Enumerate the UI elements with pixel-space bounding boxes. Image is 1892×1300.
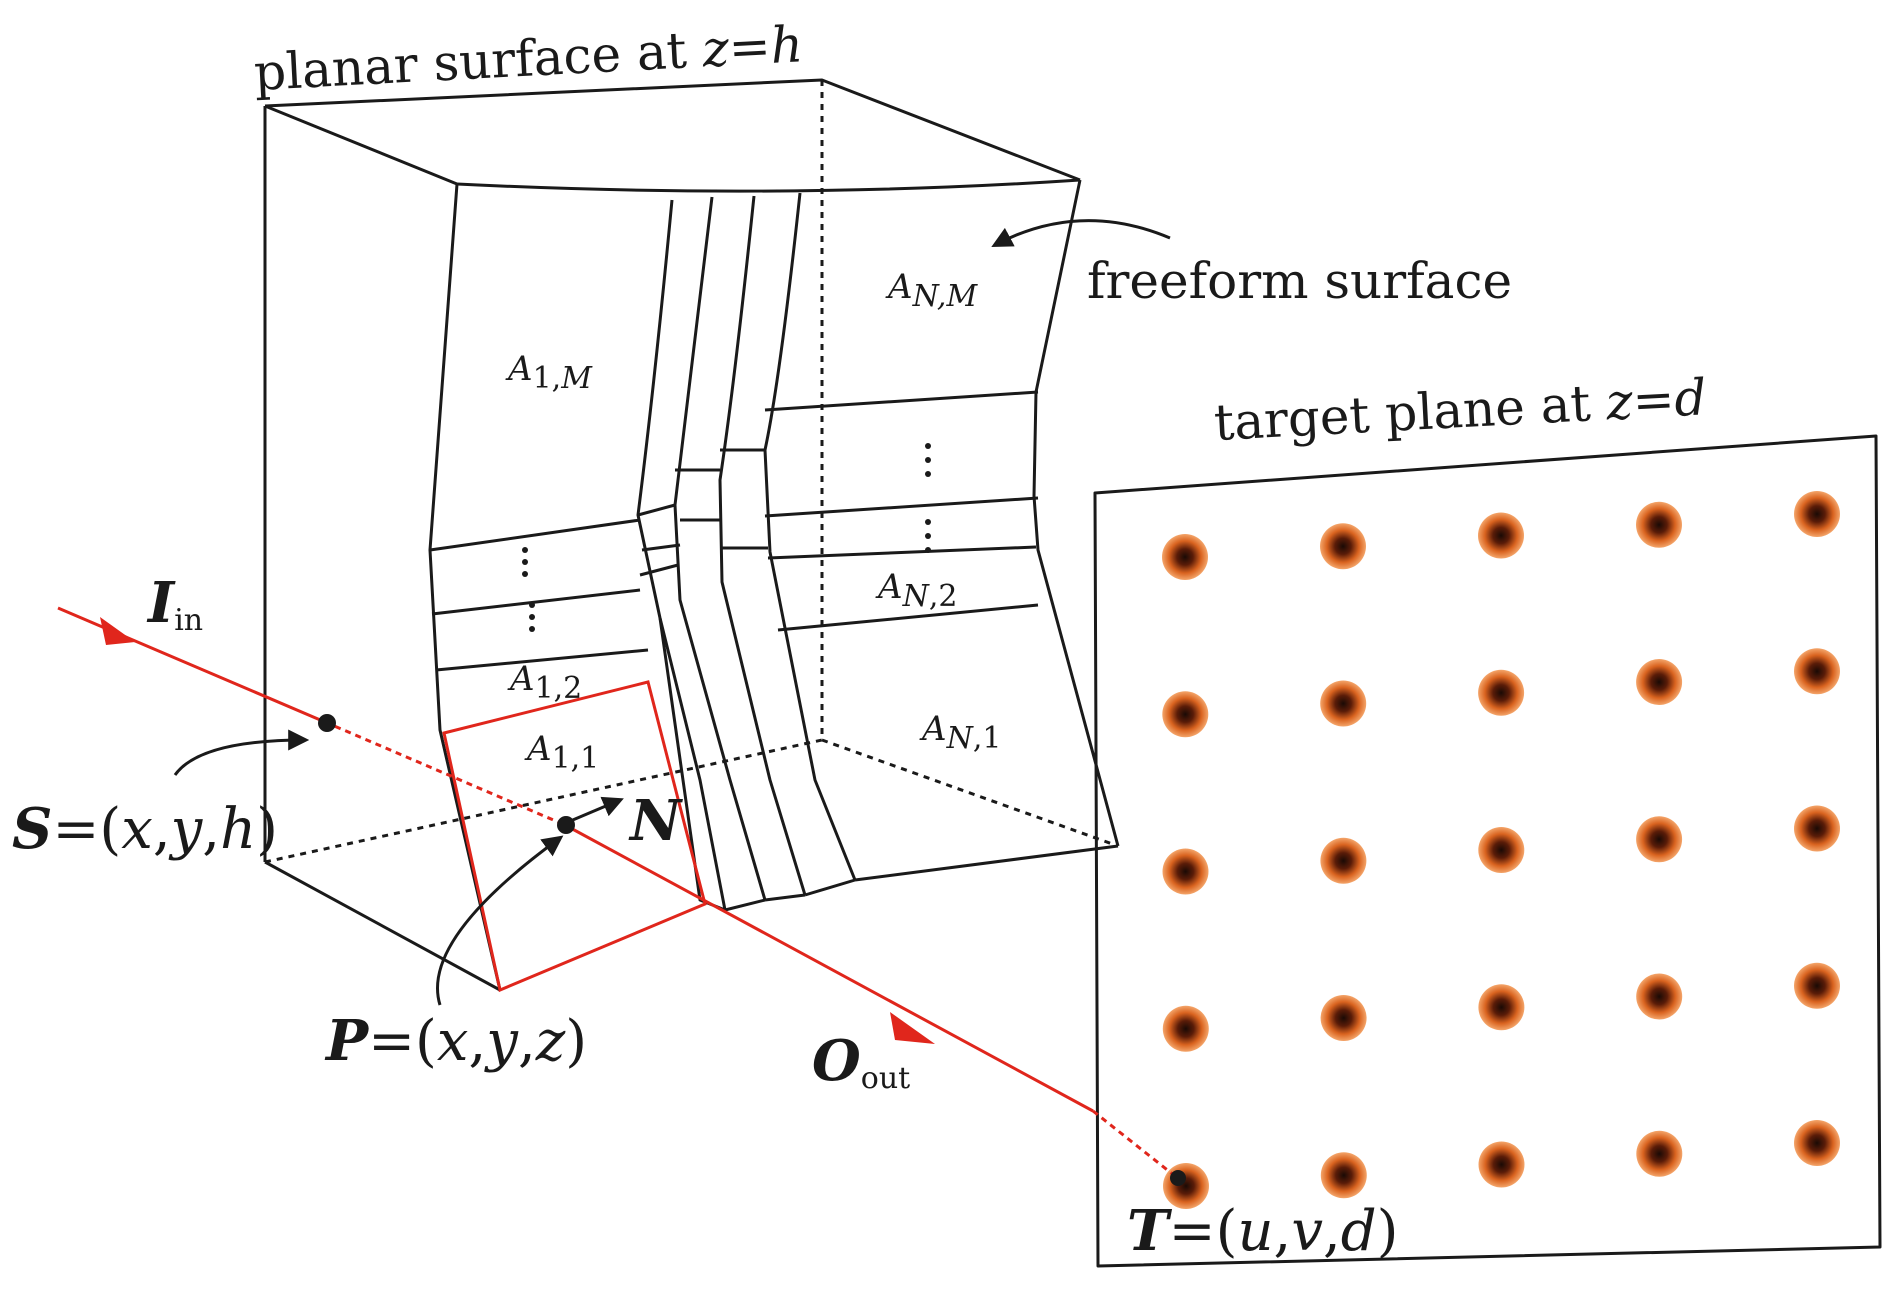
patch-label-an2: AN,2 [875, 567, 957, 614]
target-plane [1093, 434, 1882, 1268]
patch-label-a1m: A1,M [505, 349, 593, 396]
point-s [318, 714, 336, 732]
ellipsis-dots [522, 443, 931, 632]
target-spot [1162, 691, 1209, 738]
target-spot [1162, 1005, 1209, 1052]
target-spot [1478, 984, 1525, 1031]
callout-arrow-p [436, 835, 564, 1006]
target-spot [1478, 827, 1525, 873]
point-t-label: T=(u,v,d) [1127, 1198, 1399, 1264]
target-spot [1478, 512, 1524, 559]
patch-label-a11: A1,1 [524, 729, 599, 776]
incident-ray-label: Iin [146, 570, 203, 638]
patch-label-an1: AN,1 [919, 709, 1001, 756]
patch-label-anm: AN,M [885, 267, 978, 314]
target-spot [1320, 1152, 1367, 1199]
target-spot [1162, 534, 1208, 580]
target-spot [1636, 501, 1682, 548]
target-spot [1320, 680, 1367, 727]
planar-surface-label: planar surface at z=h [253, 15, 805, 102]
target-spot [1320, 523, 1366, 570]
target-spot [1636, 1130, 1683, 1177]
freeform-surface-label: freeform surface [1087, 252, 1512, 310]
target-spot [1794, 648, 1840, 695]
callout-arrow-freeform [991, 219, 1171, 247]
freeform-surface [428, 178, 1120, 991]
target-spot [1478, 1141, 1525, 1188]
target-spot [1794, 805, 1840, 852]
point-p-label: P=(x,y,z) [324, 1008, 587, 1074]
target-plane-label: target plane at z=d [1213, 368, 1708, 452]
lens-box-edges [263, 78, 1081, 992]
patch-label-a12: A1,2 [507, 659, 582, 706]
target-spot [1794, 1120, 1840, 1166]
target-spot [1320, 995, 1367, 1041]
target-spot [1636, 659, 1683, 705]
normal-label: N [628, 788, 683, 854]
callout-arrow-s [173, 729, 310, 776]
point-p [557, 816, 575, 834]
target-spots [1162, 491, 1840, 1209]
target-spot [1478, 669, 1525, 716]
target-spot [1636, 973, 1683, 1020]
target-spot [1794, 962, 1840, 1009]
normal-arrow [567, 796, 624, 824]
incident-arrowhead [100, 617, 135, 645]
target-spot [1636, 816, 1683, 863]
target-spot [1794, 491, 1840, 537]
light-ray [57, 606, 1181, 1182]
outgoing-ray-label: Oout [812, 1028, 910, 1096]
point-t [1170, 1170, 1186, 1186]
target-spot [1162, 848, 1209, 895]
point-s-label: S=(x,y,h) [12, 796, 278, 862]
target-spot [1320, 837, 1367, 884]
outgoing-arrowhead [890, 1012, 935, 1044]
